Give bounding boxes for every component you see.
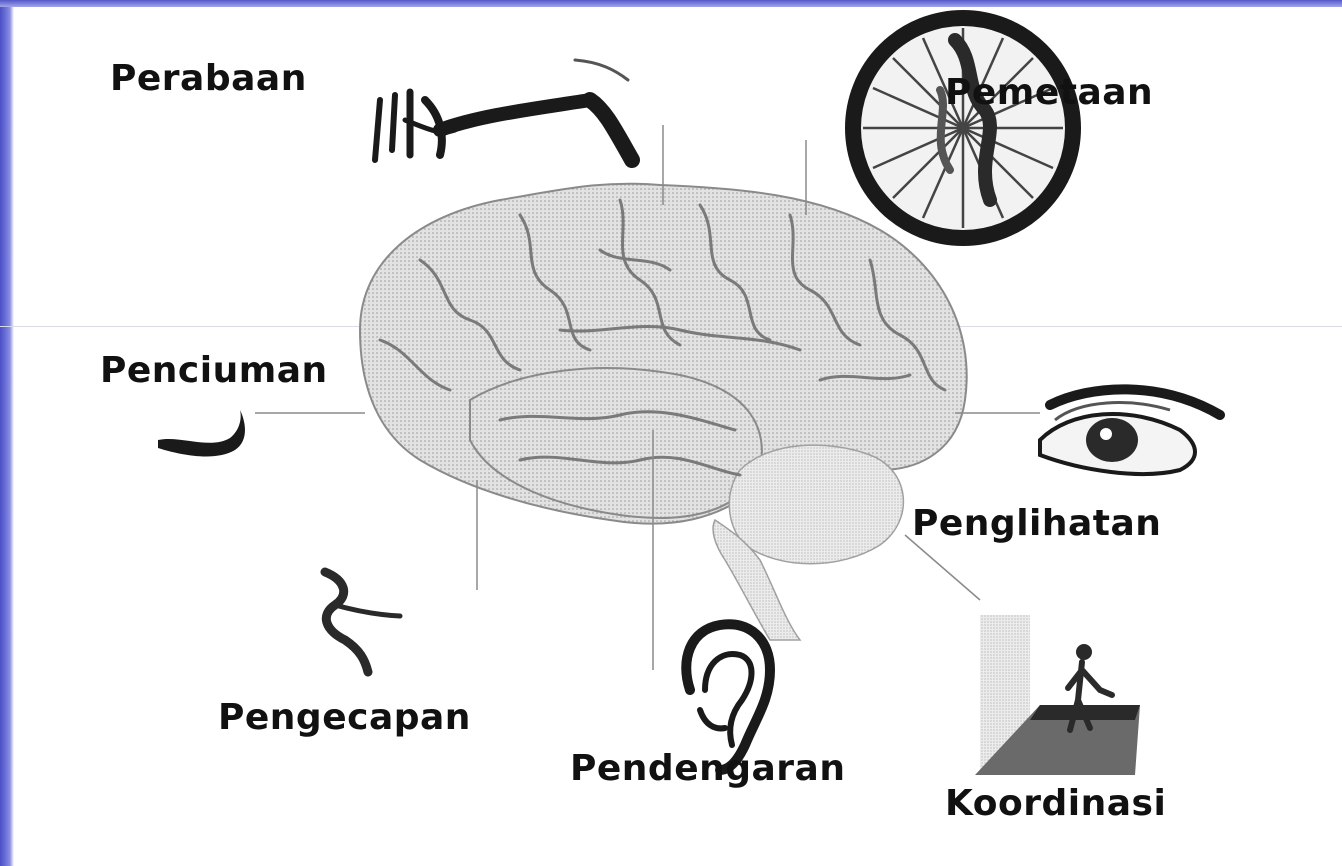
- nose-icon: [158, 410, 245, 456]
- label-perabaan: Perabaan: [110, 58, 307, 99]
- wheel-icon: [853, 18, 1073, 238]
- eye-icon: [1040, 389, 1220, 474]
- tongue-icon: [325, 572, 400, 672]
- brain-illustration: [360, 184, 967, 640]
- label-pendengaran: Pendengaran: [570, 748, 845, 789]
- label-koordinasi: Koordinasi: [945, 783, 1166, 824]
- walker-icon: [975, 615, 1140, 775]
- label-penglihatan: Penglihatan: [912, 503, 1161, 544]
- label-penciuman: Penciuman: [100, 350, 328, 391]
- label-pengecapan: Pengecapan: [218, 697, 471, 738]
- label-pemetaan: Pemetaan: [945, 72, 1153, 113]
- hand-icon: [375, 60, 632, 160]
